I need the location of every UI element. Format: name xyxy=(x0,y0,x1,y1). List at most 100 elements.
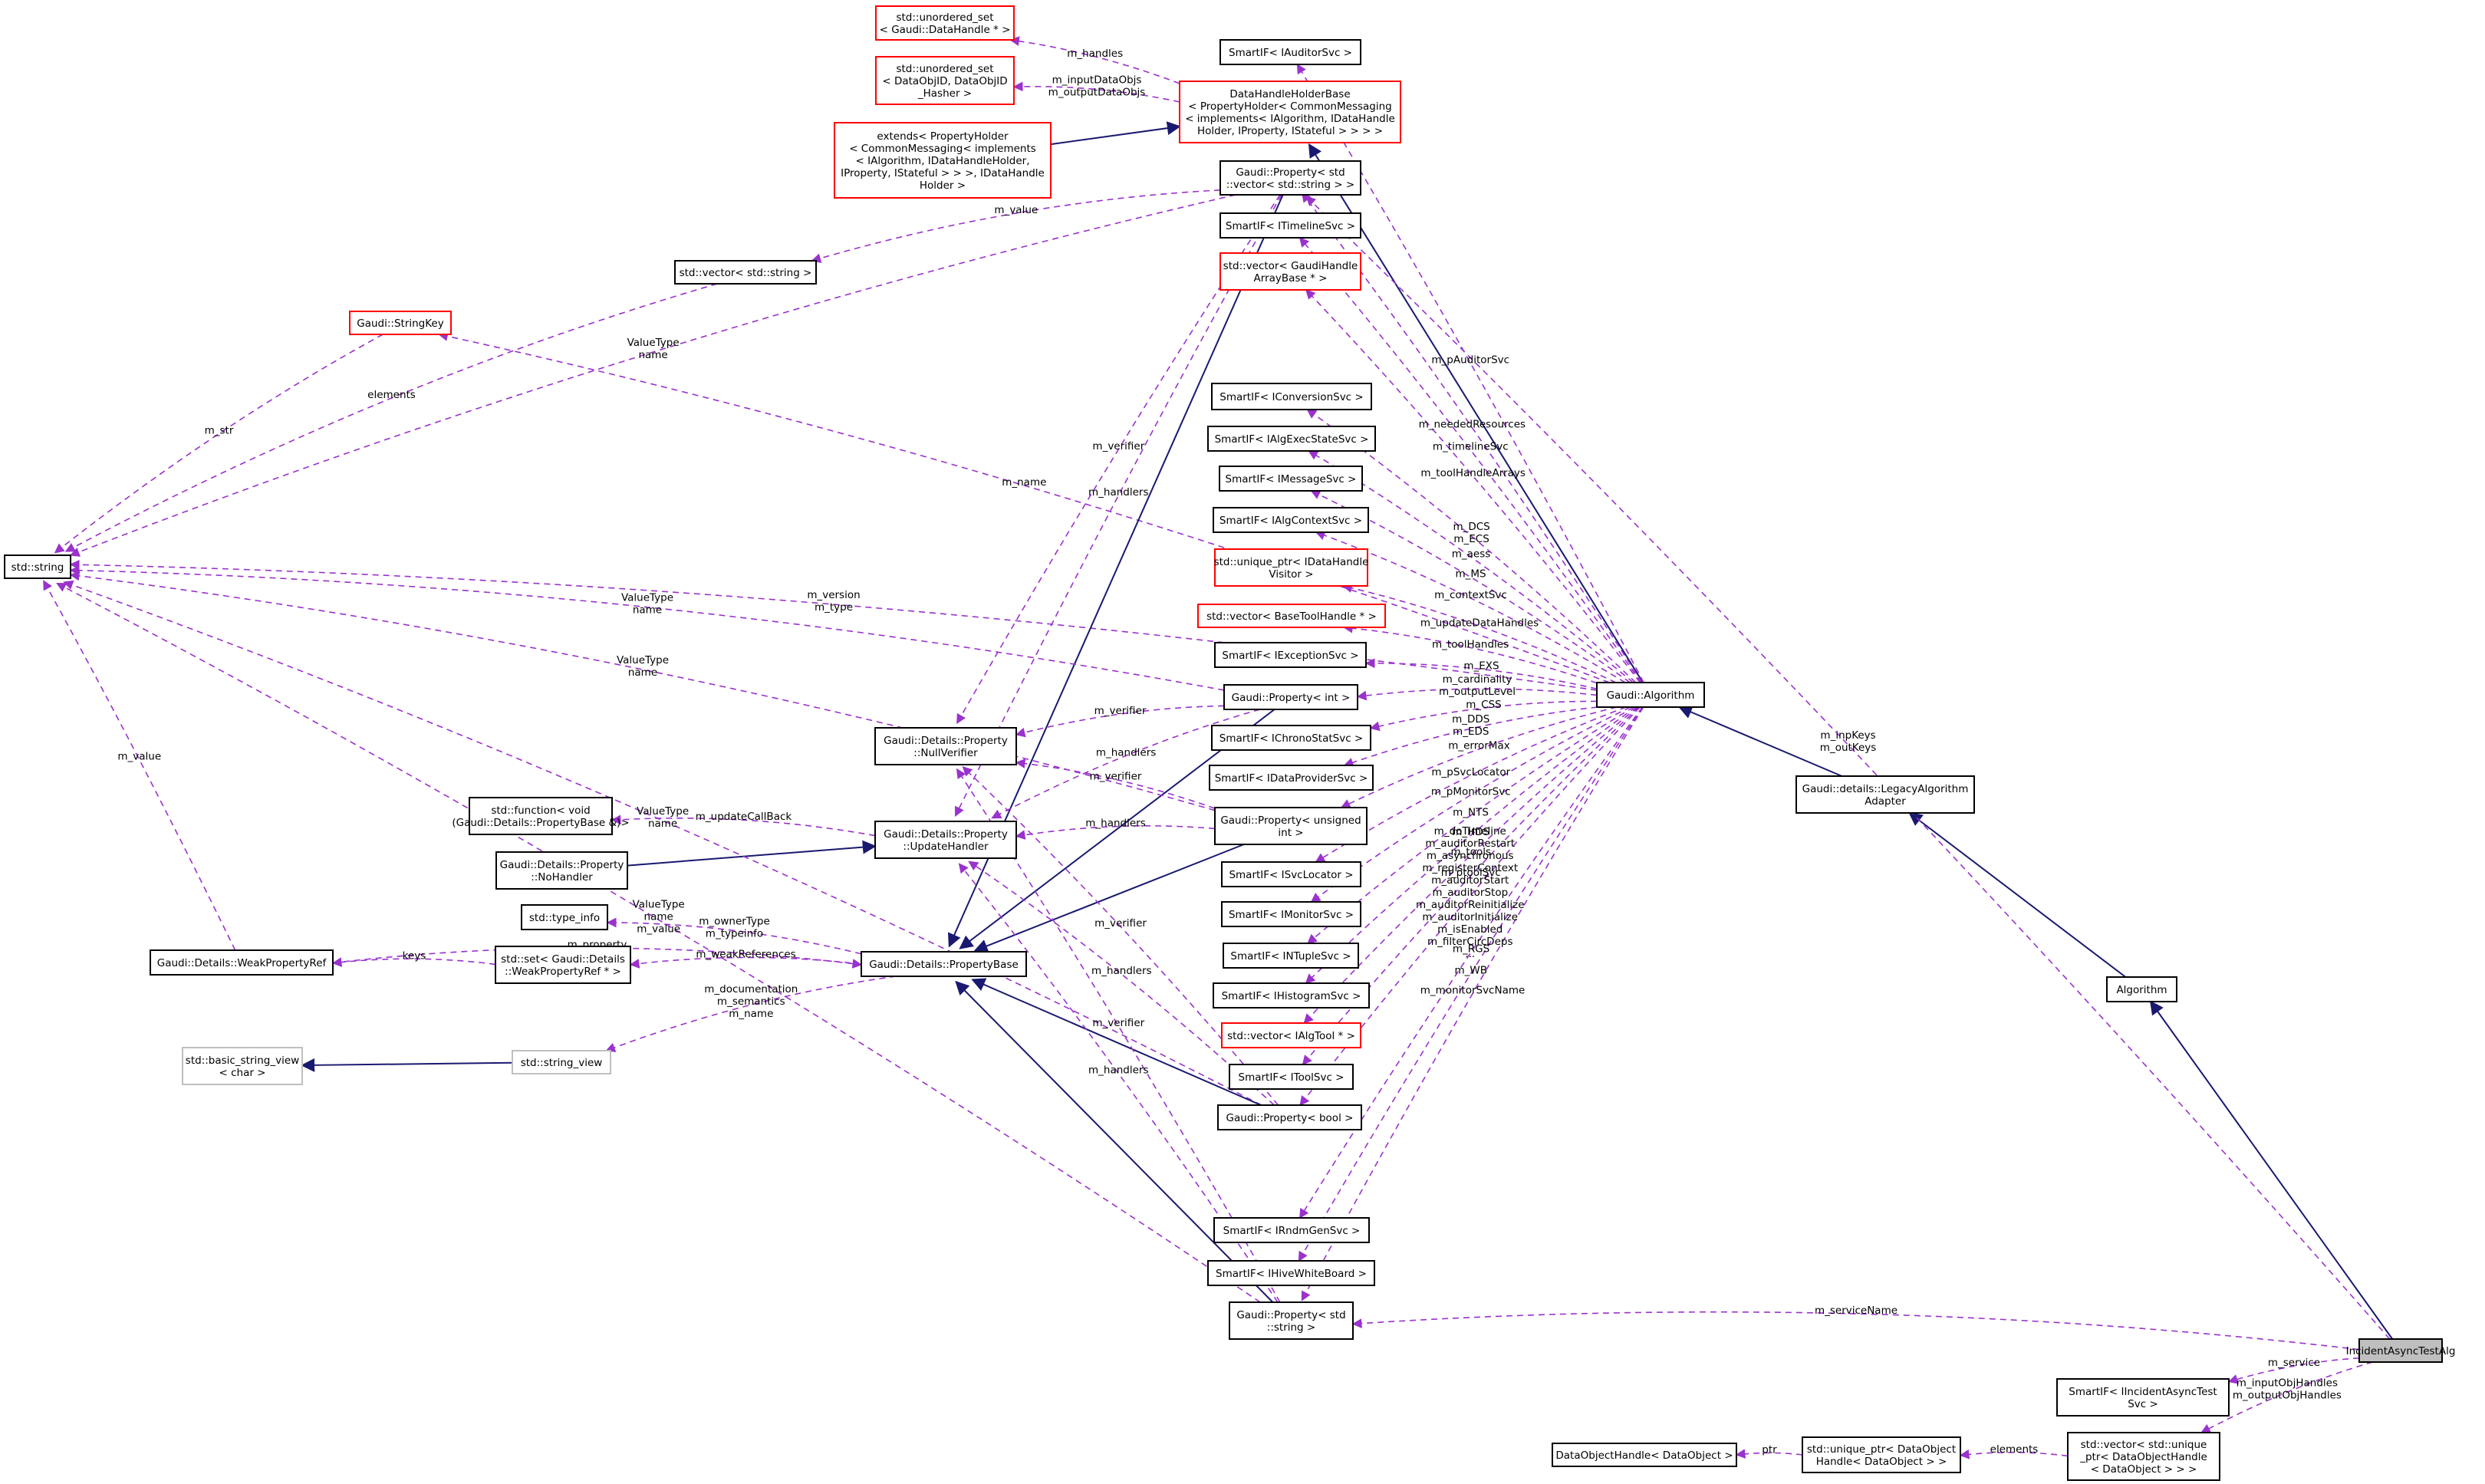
class-node-histogram[interactable]: SmartIF< IHistogramSvc > xyxy=(1213,982,1370,1009)
class-node-chrono[interactable]: SmartIF< IChronoStatSvc > xyxy=(1211,725,1371,751)
class-node-algorithm[interactable]: Algorithm xyxy=(2106,976,2177,1002)
class-node-stringview[interactable]: std::string_view xyxy=(512,1050,611,1074)
edge-label-line: m_DCS xyxy=(1453,521,1489,533)
class-node-vec_uptr[interactable]: std::vector< std::unique_ptr< DataObject… xyxy=(2067,1432,2220,1481)
class-node-label: std::string xyxy=(12,561,64,574)
class-node-label: SmartIF< IExceptionSvc > xyxy=(1222,650,1358,662)
class-node-stdfunction[interactable]: std::function< void(Gaudi::Details::Prop… xyxy=(452,797,630,835)
class-node-dhhb[interactable]: DataHandleHolderBase< PropertyHolder< Co… xyxy=(1179,81,1401,143)
class-node-box xyxy=(1219,212,1361,239)
class-node-monitor[interactable]: SmartIF< IMonitorSvc > xyxy=(1221,901,1361,927)
class-node-label-line: SmartIF< IHiveWhiteBoard > xyxy=(1216,1268,1367,1280)
class-node-setweak[interactable]: std::set< Gaudi::Details::WeakPropertyRe… xyxy=(495,946,631,984)
usage-edge-algorithm_gaudi-to-histogram xyxy=(1305,706,1637,984)
class-node-nullverifier[interactable]: Gaudi::Details::Property::NullVerifier xyxy=(874,727,1017,765)
class-node-label: Gaudi::Details::Property::NullVerifier xyxy=(884,735,1008,759)
edge-label-line: name xyxy=(633,604,662,617)
class-node-prop_int[interactable]: Gaudi::Property< int > xyxy=(1223,684,1358,710)
class-node-uset_dh[interactable]: std::unordered_set< Gaudi::DataHandle * … xyxy=(875,5,1015,41)
class-node-label-line: Gaudi::Property< std xyxy=(1236,1309,1345,1321)
class-node-stdstring[interactable]: std::string xyxy=(4,554,71,579)
class-node-svclocator[interactable]: SmartIF< ISvcLocator > xyxy=(1221,861,1361,887)
class-node-toolsvc[interactable]: SmartIF< IToolSvc > xyxy=(1229,1064,1354,1090)
edge-label-line: m_name xyxy=(729,1008,773,1020)
class-node-label-line: < char > xyxy=(219,1067,265,1079)
class-node-nohandler[interactable]: Gaudi::Details::Property::NoHandler xyxy=(495,851,628,890)
class-node-label-line: SmartIF< IMessageSvc > xyxy=(1226,473,1357,485)
class-node-extends[interactable]: extends< PropertyHolder< CommonMessaging… xyxy=(834,122,1052,199)
class-node-ntuple[interactable]: SmartIF< INTupleSvc > xyxy=(1223,943,1359,969)
edge-label-line: m_contextSvc xyxy=(1434,589,1507,601)
class-node-label-line: Adapter xyxy=(1865,795,1906,808)
class-node-typeinfo[interactable]: std::type_info xyxy=(521,904,608,930)
class-node-basetool[interactable]: std::vector< BaseToolHandle * > xyxy=(1197,604,1386,628)
class-node-timeline[interactable]: SmartIF< ITimelineSvc > xyxy=(1219,212,1361,239)
class-node-vecstr[interactable]: std::vector< std::string > xyxy=(674,260,817,285)
class-node-algexec[interactable]: SmartIF< IAlgExecStateSvc > xyxy=(1207,426,1376,452)
class-node-prop_bool[interactable]: Gaudi::Property< bool > xyxy=(1217,1104,1362,1130)
class-node-algorithm_gaudi[interactable]: Gaudi::Algorithm xyxy=(1596,682,1705,708)
class-node-updatehandler[interactable]: Gaudi::Details::Property::UpdateHandler xyxy=(874,821,1017,859)
edge-label-line: m_typeinfo xyxy=(706,927,763,939)
edge-label-line: m_tools xyxy=(1451,846,1492,858)
edge-label-algorithm_gaudi-to-uptr_visitor: m_updateDataHandles xyxy=(1420,617,1539,629)
class-node-weakref[interactable]: Gaudi::Details::WeakPropertyRef xyxy=(150,949,334,976)
edge-label-incident-to-smart_incident: m_service xyxy=(2268,1357,2320,1369)
class-node-auditor[interactable]: SmartIF< IAuditorSvc > xyxy=(1219,39,1361,65)
edges-layer xyxy=(43,36,2394,1459)
edge-label-line: ValueType xyxy=(627,337,680,349)
edge-label-line: m_ECS xyxy=(1453,533,1489,545)
usage-edge-weakref-to-propbase xyxy=(332,947,863,969)
usage-edge-weakref-to-stdstring xyxy=(43,580,236,951)
edge-label-line: keys xyxy=(403,949,426,962)
edge-label-line: m_auditorInitialize xyxy=(1422,911,1518,923)
class-node-bsv[interactable]: std::basic_string_view< char > xyxy=(182,1047,303,1085)
class-node-prop_vec[interactable]: Gaudi::Property< std::vector< std::strin… xyxy=(1219,160,1361,196)
edge-label-line: name xyxy=(648,818,677,830)
class-node-label-line: SmartIF< IIncidentAsyncTest xyxy=(2069,1386,2217,1398)
usage-edge-propbase-to-typeinfo xyxy=(606,917,862,955)
class-node-uset_doid[interactable]: std::unordered_set< DataObjID, DataObjID… xyxy=(875,56,1015,105)
class-node-label-line: Gaudi::Property< std xyxy=(1236,166,1345,179)
class-node-label-line: < Gaudi::DataHandle * > xyxy=(880,24,1011,36)
class-node-box xyxy=(875,56,1015,105)
class-node-hive[interactable]: SmartIF< IHiveWhiteBoard > xyxy=(1207,1260,1375,1286)
class-node-algctx[interactable]: SmartIF< IAlgContextSvc > xyxy=(1213,507,1369,533)
edge-label-line: m_MS xyxy=(1455,568,1486,581)
edge-label-line: m_type xyxy=(815,601,853,614)
class-node-prop_string[interactable]: Gaudi::Property< std::string > xyxy=(1229,1301,1354,1340)
edge-label-prop_string-to-updatehandler: m_handlers xyxy=(1088,1064,1149,1077)
edge-label-line: m_service xyxy=(2268,1357,2320,1369)
class-node-propbase[interactable]: Gaudi::Details::PropertyBase xyxy=(861,951,1027,977)
class-node-box xyxy=(861,951,1027,977)
class-node-dataprovider[interactable]: SmartIF< IDataProviderSvc > xyxy=(1209,765,1374,791)
edge-label-algorithm_gaudi-to-auditor: m_pAuditorSvc xyxy=(1431,354,1509,366)
edge-label-algorithm_gaudi-to-chrono: m_CSS xyxy=(1466,699,1501,711)
class-node-incident[interactable]: IncidentAsyncTestAlg xyxy=(2346,1338,2456,1363)
edge-label-line: m_handlers xyxy=(1085,818,1146,830)
class-node-label-line: Gaudi::Details::Property xyxy=(884,735,1008,747)
class-node-label-line: < implements< IAlgorithm, IDataHandle xyxy=(1185,113,1395,125)
class-node-exception[interactable]: SmartIF< IExceptionSvc > xyxy=(1214,642,1367,668)
class-node-doh[interactable]: DataObjectHandle< DataObject > xyxy=(1552,1443,1737,1467)
class-node-label-line: std::unordered_set xyxy=(896,12,993,24)
class-node-conversion[interactable]: SmartIF< IConversionSvc > xyxy=(1211,383,1372,410)
edge-label-line: m_handlers xyxy=(1096,746,1157,758)
usage-edge-algorithm_gaudi-to-dataprovider xyxy=(1343,706,1598,768)
usage-edge-algorithm_gaudi-to-prop_vec xyxy=(1301,192,1643,683)
class-node-algtool[interactable]: std::vector< IAlgTool * > xyxy=(1221,1022,1361,1048)
class-node-stringkey[interactable]: Gaudi::StringKey xyxy=(349,311,452,335)
class-node-label-line: Gaudi::Details::PropertyBase xyxy=(869,959,1019,971)
class-node-message[interactable]: SmartIF< IMessageSvc > xyxy=(1219,466,1363,492)
inheritance-edge-stringview-to-bsv xyxy=(301,1058,513,1072)
class-node-rndm[interactable]: SmartIF< IRndmGenSvc > xyxy=(1213,1217,1370,1243)
